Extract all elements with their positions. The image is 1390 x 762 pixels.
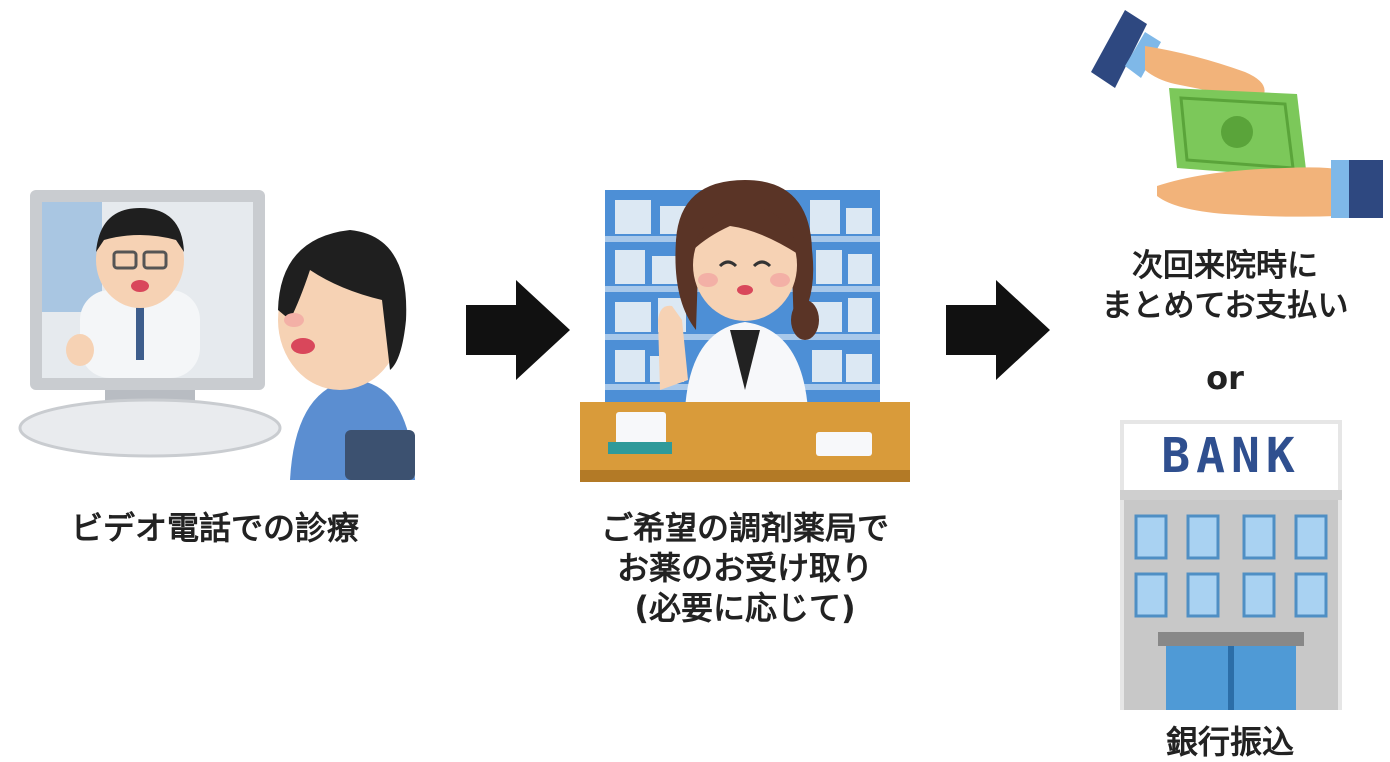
payment-option2-caption: 銀行振込: [1165, 723, 1294, 761]
payment-option1-line: まとめてお支払い: [1101, 288, 1349, 325]
pharmacist-illustration: [580, 180, 920, 485]
step2-caption: ご希望の調剤薬局で お薬のお受け取り (必要に応じて): [560, 508, 930, 628]
bank-building-illustration: BANK: [1120, 420, 1342, 710]
step1-caption: ビデオ電話での診療: [20, 508, 410, 548]
step2-caption-line: (必要に応じて): [634, 589, 856, 627]
step2-caption-line: ご希望の調剤薬局で: [600, 509, 889, 547]
right-arrow-icon: [946, 280, 1050, 380]
cash-payment-illustration: [1085, 10, 1385, 225]
or-separator: or: [1206, 359, 1244, 397]
step2-caption-line: お薬のお受け取り: [616, 549, 873, 587]
step1-caption-line: ビデオ電話での診療: [70, 509, 359, 547]
video-consultation-illustration: [10, 180, 430, 480]
right-arrow-icon: [466, 280, 570, 380]
bank-sign: BANK: [1161, 428, 1301, 484]
payment-option1-line: 次回来院時に: [1132, 248, 1318, 284]
payment-option1-caption: 次回来院時に まとめてお支払い: [1065, 246, 1385, 327]
